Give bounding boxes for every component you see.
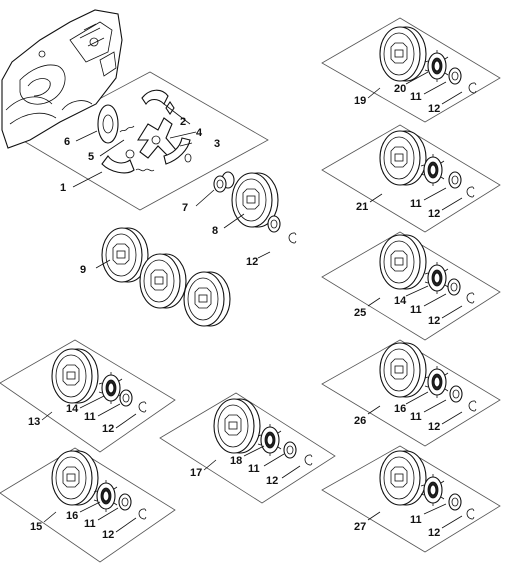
- e-clip-icon: [466, 186, 475, 198]
- callout-12: 12: [428, 421, 440, 433]
- callout-16: 16: [394, 403, 406, 415]
- kit-plate-15: [0, 447, 176, 563]
- callout-20: 20: [394, 83, 406, 95]
- kit-plate-17: [159, 392, 336, 504]
- clutch-assembly-icon: [97, 89, 192, 174]
- sprocket-drum-icon: [424, 49, 449, 83]
- sprocket-drum-icon: [213, 398, 261, 454]
- callout-11: 11: [84, 518, 96, 530]
- e-clip-icon: [468, 82, 477, 94]
- kit-plate-25: [321, 231, 501, 341]
- callout-11: 11: [410, 91, 422, 103]
- kit-27: 27 11 12: [321, 445, 501, 553]
- e-clip-icon: [138, 401, 147, 413]
- e-clip-icon: [304, 454, 313, 466]
- callout-9: 9: [80, 264, 86, 276]
- kit-plate-19: [321, 17, 501, 123]
- sprocket-drum-icon: [139, 253, 187, 309]
- callout-27: 27: [354, 521, 366, 533]
- callout-3: 3: [214, 138, 220, 150]
- kit-21: 21 11 12: [321, 124, 501, 233]
- callout-21: 21: [356, 201, 368, 213]
- callout-18: 18: [230, 455, 242, 467]
- sprocket-drum-icon: [379, 26, 427, 82]
- assembly-plate: [21, 71, 269, 211]
- sprocket-drum-icon: [424, 261, 449, 295]
- sprocket-drum-icon: [51, 348, 99, 404]
- main-assembly: 6 5 2 4 3 1 7 8 9 12: [1, 9, 297, 327]
- sprocket-drum-icon: [379, 342, 427, 398]
- washer-icon: [447, 278, 461, 296]
- washer-icon: [119, 389, 133, 407]
- kit-plate-21: [321, 124, 501, 233]
- washer-icon: [283, 441, 297, 459]
- e-clip-icon: [466, 508, 475, 520]
- kit-plate-26: [321, 339, 501, 447]
- kit-26: 26 16 11 12: [321, 339, 501, 447]
- callout-13: 13: [28, 416, 40, 428]
- callout-16: 16: [66, 510, 78, 522]
- callout-5: 5: [88, 151, 94, 163]
- kit-15: 15 16 11 12: [0, 447, 176, 563]
- washer-icon: [448, 171, 462, 189]
- callout-17: 17: [190, 467, 202, 479]
- engine-housing-icon: [1, 9, 123, 149]
- callout-25: 25: [354, 307, 366, 319]
- callout-11: 11: [410, 514, 422, 526]
- callout-11: 11: [410, 304, 422, 316]
- washer-icon: [267, 215, 281, 233]
- e-clip-icon: [466, 292, 475, 304]
- kit-17: 17 18 11 12: [159, 392, 336, 504]
- needle-bearing-icon: [213, 171, 235, 193]
- kit-13: 13 14 11 12: [0, 339, 176, 453]
- washer-icon: [449, 385, 463, 403]
- kit-plate-27: [321, 445, 501, 553]
- callout-12: 12: [428, 103, 440, 115]
- kit-25: 25 14 11 12: [321, 231, 501, 341]
- sprocket-drum-icon: [379, 450, 427, 506]
- callout-8: 8: [212, 225, 218, 237]
- sprocket-drum-icon: [257, 423, 282, 457]
- callout-12: 12: [246, 256, 258, 268]
- washer-icon: [118, 493, 132, 511]
- sprocket-drum-icon: [379, 234, 427, 290]
- callout-7: 7: [182, 202, 188, 214]
- e-clip-icon: [468, 400, 477, 412]
- callout-26: 26: [354, 415, 366, 427]
- callout-19: 19: [354, 95, 366, 107]
- callout-14: 14: [394, 295, 407, 307]
- callout-6: 6: [64, 136, 70, 148]
- callout-11: 11: [84, 411, 96, 423]
- callout-12: 12: [102, 423, 114, 435]
- callout-2: 2: [180, 116, 186, 128]
- washer-icon: [448, 493, 462, 511]
- callout-1: 1: [60, 182, 66, 194]
- callout-12: 12: [428, 527, 440, 539]
- sprocket-drum-icon: [379, 130, 427, 186]
- callout-4: 4: [196, 127, 203, 139]
- callout-14: 14: [66, 403, 79, 415]
- kit-19: 19 20 11 12: [321, 17, 501, 123]
- sprocket-drum-icon: [51, 450, 99, 506]
- callout-11: 11: [410, 198, 422, 210]
- kit-plate-13: [0, 339, 176, 453]
- callout-12: 12: [102, 529, 114, 541]
- callout-15: 15: [30, 521, 42, 533]
- callout-12: 12: [428, 315, 440, 327]
- sprocket-drum-icon: [424, 365, 449, 399]
- sprocket-drum-icon: [98, 371, 123, 405]
- washer-icon: [448, 67, 462, 85]
- sprocket-drum-icon: [183, 271, 231, 327]
- callout-12: 12: [266, 475, 278, 487]
- callout-11: 11: [410, 411, 422, 423]
- e-clip-icon: [138, 508, 147, 520]
- e-clip-icon: [288, 232, 297, 244]
- callout-12: 12: [428, 208, 440, 220]
- callout-11: 11: [248, 463, 260, 475]
